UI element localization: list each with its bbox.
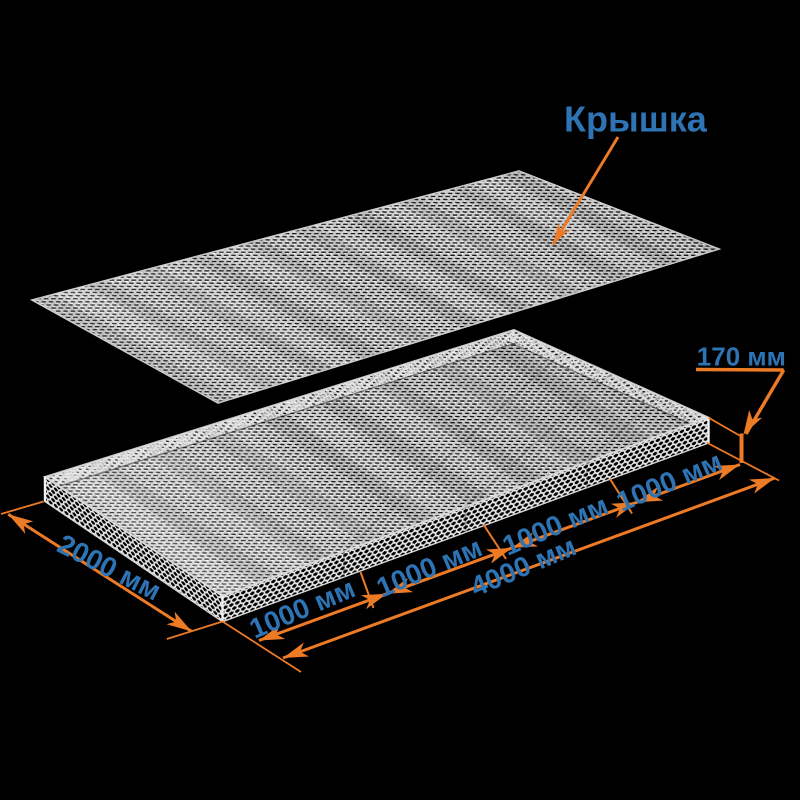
svg-text:Крышка: Крышка: [564, 99, 708, 140]
svg-text:170 мм: 170 мм: [697, 342, 786, 372]
